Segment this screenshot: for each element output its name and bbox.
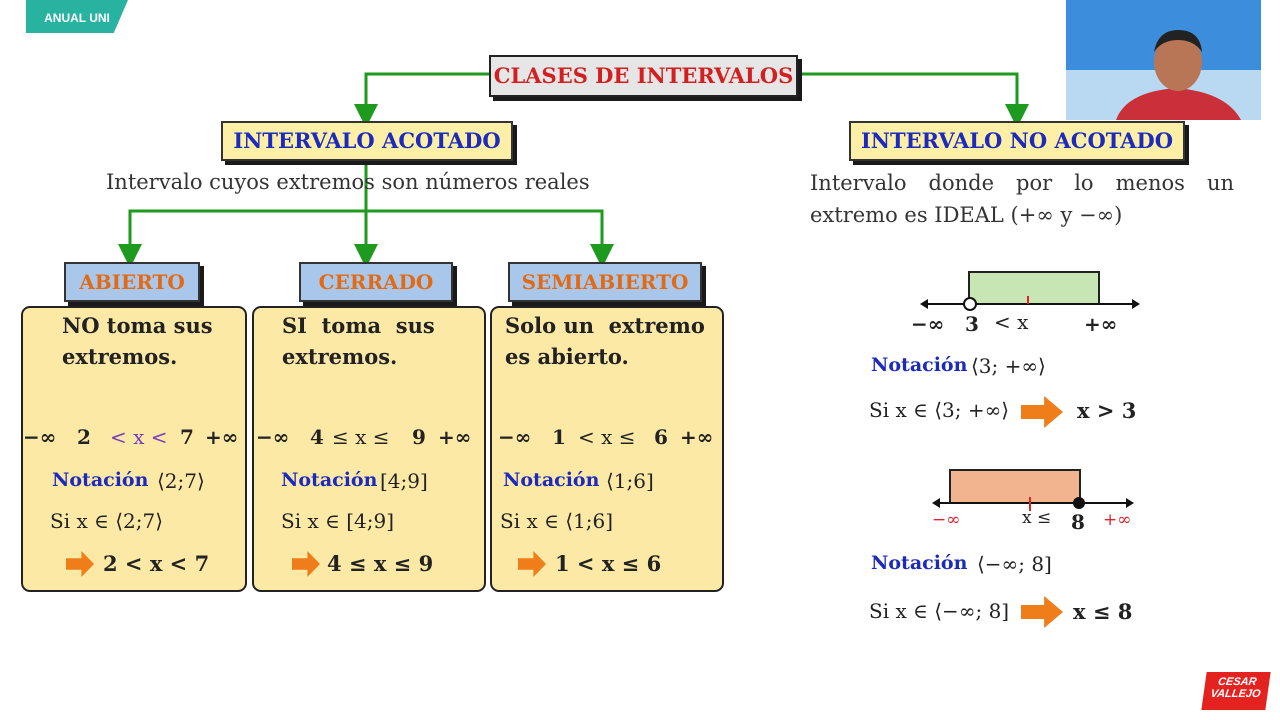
cerrado-marks: ≤ x ≤: [332, 425, 390, 449]
semiabierto-si: Si x ∈ ⟨1;6]: [500, 509, 614, 533]
right-top-si: Si x ∈ ⟨3; +∞⟩: [869, 398, 1010, 422]
cerrado-notacion-label: Notación: [281, 469, 378, 491]
card-cerrado: [252, 306, 486, 592]
numberline-right-bottom: [932, 469, 1134, 511]
right-top-neg-inf: −∞: [911, 312, 945, 336]
label-semiabierto: SEMIABIERTO: [508, 262, 702, 302]
right-top-notacion: ⟨3; +∞⟩: [971, 354, 1046, 378]
cerrado-b: 9: [412, 425, 426, 449]
right-bottom-pos-inf: +∞: [1103, 510, 1132, 530]
abierto-notacion: ⟨2;7⟩: [157, 469, 205, 493]
right-bottom-si: Si x ∈ ⟨−∞; 8]: [869, 599, 1010, 623]
label-abierto: ABIERTO: [64, 262, 200, 302]
logo-line2: VALLEJO: [1209, 688, 1262, 700]
brand-logo: CESAR VALLEJO: [1201, 672, 1271, 710]
semiabierto-notacion-label: Notación: [503, 469, 600, 491]
abierto-marks: < x <: [110, 425, 168, 449]
card-abierto: [21, 306, 247, 592]
right-bottom-b: 8: [1071, 510, 1085, 534]
semiabierto-b: 6: [654, 425, 668, 449]
cerrado-si: Si x ∈ [4;9]: [281, 509, 395, 533]
cerrado-pos-inf: +∞: [438, 425, 472, 449]
semiabierto-pos-inf: +∞: [680, 425, 714, 449]
logo-line1: CESAR: [1217, 676, 1258, 688]
semiabierto-a: 1: [552, 425, 566, 449]
heading-acotado: INTERVALO ACOTADO: [221, 121, 513, 161]
abierto-result: 2 < x < 7: [103, 551, 210, 576]
right-top-pos-inf: +∞: [1084, 312, 1118, 336]
semiabierto-marks: < x ≤: [578, 425, 636, 449]
right-bottom-result: x ≤ 8: [1073, 599, 1133, 624]
semiabierto-text-1: Solo un extremo: [505, 313, 705, 338]
cerrado-result: 4 ≤ x ≤ 9: [327, 551, 434, 576]
cerrado-neg-inf: −∞: [256, 425, 290, 449]
abierto-pos-inf: +∞: [205, 425, 239, 449]
abierto-neg-inf: −∞: [23, 425, 57, 449]
right-bottom-neg-inf: −∞: [932, 510, 961, 530]
heading-no-acotado: INTERVALO NO ACOTADO: [849, 121, 1185, 161]
abierto-text-2: extremos.: [62, 344, 178, 369]
abierto-text-1: NO toma sus: [62, 313, 213, 338]
semiabierto-neg-inf: −∞: [498, 425, 532, 449]
right-top-a: 3: [965, 312, 979, 336]
no-acotado-description-line2: extremo es IDEAL (+∞ y −∞): [810, 203, 1123, 227]
right-bottom-notacion: ⟨−∞; 8]: [977, 552, 1052, 576]
label-cerrado: CERRADO: [299, 262, 453, 302]
abierto-a: 2: [77, 425, 91, 449]
abierto-si: Si x ∈ ⟨2;7⟩: [50, 509, 164, 533]
card-semiabierto: [490, 306, 724, 592]
right-top-notacion-label: Notación: [871, 354, 968, 376]
no-acotado-description-line1: Intervalo donde por lo menos un: [810, 171, 1234, 195]
webcam-video: [1066, 0, 1261, 120]
abierto-b: 7: [180, 425, 194, 449]
right-bottom-notacion-label: Notación: [871, 552, 968, 574]
cerrado-a: 4: [310, 425, 324, 449]
semiabierto-text-2: es abierto.: [505, 344, 629, 369]
acotado-description: Intervalo cuyos extremos son números rea…: [106, 170, 590, 194]
semiabierto-result: 1 < x ≤ 6: [555, 551, 662, 576]
abierto-notacion-label: Notación: [52, 469, 149, 491]
right-top-marks: < x: [994, 310, 1029, 334]
presenter-figure: [1066, 0, 1261, 120]
numberline-right-top: [920, 271, 1140, 311]
semiabierto-notacion: ⟨1;6]: [606, 469, 654, 493]
cerrado-text-1: SI toma sus: [282, 313, 435, 338]
course-badge: ANUAL UNI: [26, 0, 128, 33]
page-title: CLASES DE INTERVALOS: [489, 55, 798, 97]
right-bottom-marks: x ≤: [1022, 508, 1052, 528]
cerrado-notacion: [4;9]: [380, 469, 428, 493]
right-top-result: x > 3: [1077, 398, 1137, 423]
cerrado-text-2: extremos.: [282, 344, 398, 369]
